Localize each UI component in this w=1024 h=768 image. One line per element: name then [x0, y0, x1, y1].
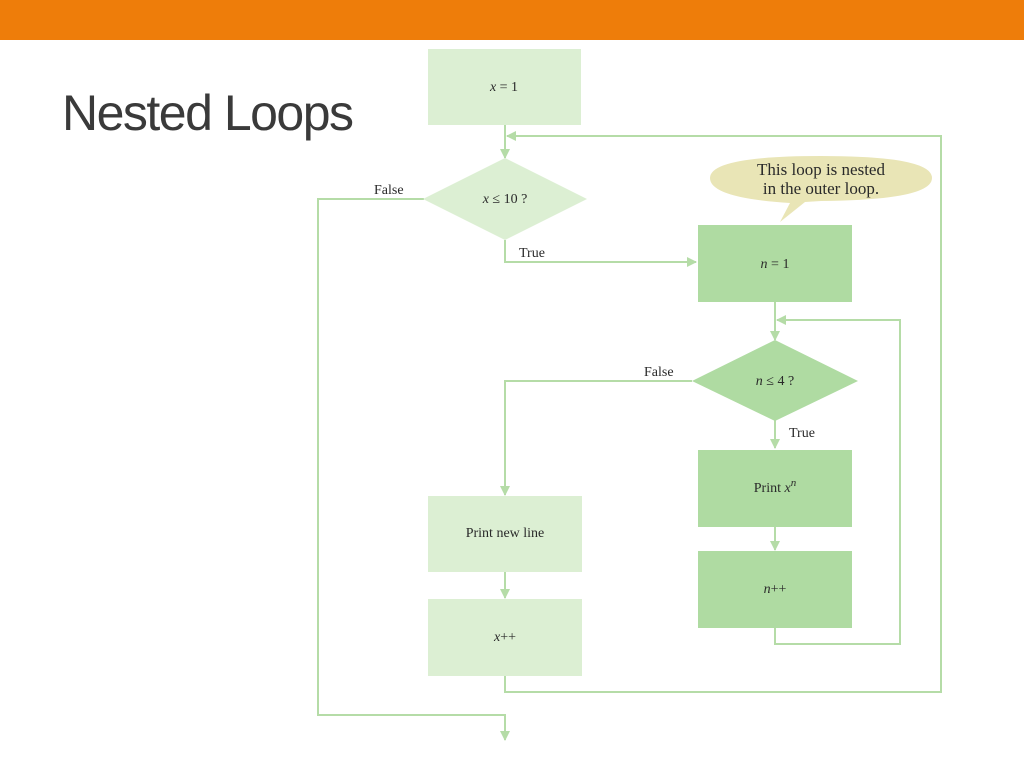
callout-bubble [710, 156, 932, 222]
print-x-n-box [698, 450, 852, 527]
outer-false-label: False [374, 183, 404, 198]
top-accent-bar [0, 0, 1024, 40]
callout-line-1: This loop is nested [757, 160, 885, 179]
increment-x-label: x++ [493, 630, 516, 645]
edge-outer-true [504, 240, 697, 267]
print-new-line-box [428, 496, 582, 572]
outer-true-label: True [519, 246, 545, 261]
inner-false-label: False [644, 365, 674, 380]
edge-inner-false [500, 380, 692, 496]
outer-condition-diamond [423, 158, 587, 240]
callout-line-2: in the outer loop. [763, 179, 879, 198]
inner-condition-label: n ≤ 4 ? [756, 374, 794, 389]
init-x-box [428, 49, 581, 125]
inner-true-label: True [789, 426, 815, 441]
slide-title: Nested Loops [62, 85, 354, 141]
print-new-line-label: Print new line [466, 526, 545, 541]
increment-n-box [698, 551, 852, 628]
edge-inner-loop-back [774, 315, 901, 645]
edge-outer-loop-back [504, 131, 942, 693]
init-n-box [698, 225, 852, 302]
increment-x-box [428, 599, 582, 676]
edge-outer-false [317, 198, 510, 741]
init-n-label: n = 1 [761, 257, 790, 272]
nested-loop-callout: This loop is nested in the outer loop. [710, 156, 932, 222]
outer-condition-label: x ≤ 10 ? [482, 192, 528, 207]
print-x-n-label: Print xn [754, 477, 797, 496]
inner-condition-diamond [692, 340, 858, 421]
increment-n-label: n++ [764, 582, 787, 597]
init-x-label: x = 1 [489, 80, 518, 95]
